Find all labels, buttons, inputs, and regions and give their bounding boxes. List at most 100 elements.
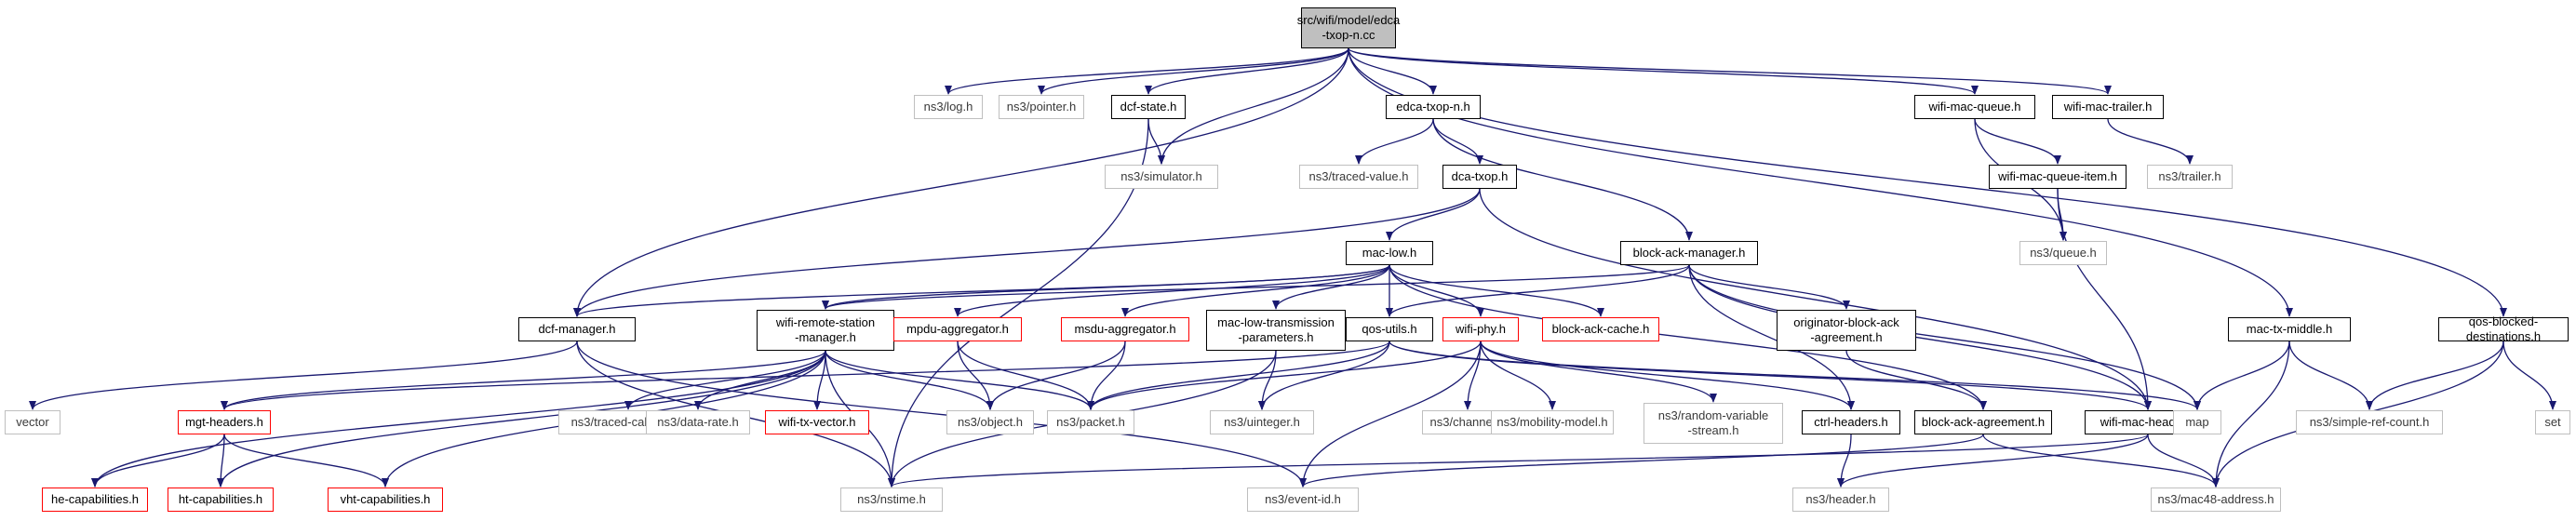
node-label-line: ns3/nstime.h (857, 492, 926, 506)
node-datarate[interactable]: ns3/data-rate.h (646, 410, 750, 434)
node-mgt[interactable]: mgt-headers.h (178, 410, 271, 434)
edge-phy-to-ctrl (1480, 341, 1855, 410)
node-uint[interactable]: ns3/uinteger.h (1210, 410, 1314, 434)
node-label-line: ns3/header.h (1805, 492, 1876, 506)
node-wmt[interactable]: wifi-mac-trailer.h (2052, 95, 2164, 119)
node-dcatxop[interactable]: dca-txop.h (1442, 165, 1517, 189)
node-mtm[interactable]: mac-tx-middle.h (2228, 317, 2351, 341)
edge-bam-to-wmh (1688, 264, 2152, 410)
node-label-line: wifi-phy.h (1456, 322, 1506, 336)
node-rvs[interactable]: ns3/random-variable-stream.h (1644, 403, 1783, 444)
node-label-line: mac-tx-middle.h (2246, 322, 2333, 336)
node-vhtcap[interactable]: vht-capabilities.h (328, 488, 443, 512)
edge-phy-to-eventid (1299, 341, 1482, 488)
edge-phy-to-rvs (1480, 341, 1717, 403)
node-phy[interactable]: wifi-phy.h (1442, 317, 1519, 341)
node-header[interactable]: ns3/header.h (1792, 488, 1889, 512)
edge-edcatxop-to-tracedvalue (1355, 118, 1434, 165)
edge-dcatxop-to-wmh (1479, 188, 2152, 410)
edge-msdu-to-packet (1087, 341, 1126, 410)
node-wmqi[interactable]: wifi-mac-queue-item.h (1989, 165, 2127, 189)
node-label-line: ns3/trailer.h (2158, 169, 2221, 183)
node-qbd[interactable]: qos-blocked-destinations.h (2438, 314, 2569, 343)
node-pointer[interactable]: ns3/pointer.h (999, 95, 1084, 119)
node-dcfmgr[interactable]: dcf-manager.h (518, 317, 636, 341)
node-bacache[interactable]: block-ack-cache.h (1542, 317, 1659, 341)
edge-mgt-to-vhtcap (223, 434, 389, 488)
edge-phy-to-mobility (1480, 341, 1556, 410)
edge-mtm-to-map (2194, 341, 2290, 410)
edge-qbd-to-set (2502, 341, 2556, 410)
node-label-line: ns3/event-id.h (1265, 492, 1341, 506)
node-label-line: he-capabilities.h (51, 492, 139, 506)
node-srcount[interactable]: ns3/simple-ref-count.h (2296, 410, 2443, 434)
node-edcatxop[interactable]: edca-txop-n.h (1386, 95, 1481, 119)
node-label-line: dcf-state.h (1120, 100, 1177, 114)
node-mac48[interactable]: ns3/mac48-address.h (2151, 488, 2281, 512)
node-hecap[interactable]: he-capabilities.h (42, 488, 148, 512)
edge-oba-to-baa (1845, 350, 1987, 410)
node-dcfstate[interactable]: dcf-state.h (1111, 95, 1186, 119)
edge-edcatxop-to-bam (1432, 118, 1693, 241)
node-label-line: ns3/uinteger.h (1224, 415, 1300, 429)
node-mltp[interactable]: mac-low-transmission-parameters.h (1206, 310, 1346, 351)
node-label-line: -agreement.h (1810, 330, 1883, 344)
edge-root-to-edcatxop (1348, 47, 1437, 95)
node-mpdu[interactable]: mpdu-aggregator.h (893, 317, 1022, 341)
node-map[interactable]: map (2173, 410, 2221, 434)
node-object[interactable]: ns3/object.h (946, 410, 1034, 434)
node-eventid[interactable]: ns3/event-id.h (1247, 488, 1359, 512)
edge-mpdu-to-packet (957, 341, 1094, 410)
node-set[interactable]: set (2535, 410, 2570, 434)
node-label-line: set (2544, 415, 2561, 429)
node-label-line: wifi-tx-vector.h (778, 415, 856, 429)
node-ctrl[interactable]: ctrl-headers.h (1802, 410, 1900, 434)
node-label-line: ns3/queue.h (2030, 246, 2097, 260)
node-packet[interactable]: ns3/packet.h (1047, 410, 1134, 434)
edge-wrsm-to-object (825, 350, 994, 410)
node-wmq[interactable]: wifi-mac-queue.h (1914, 95, 2035, 119)
node-label-line: ctrl-headers.h (1814, 415, 1888, 429)
node-vector[interactable]: vector (5, 410, 60, 434)
node-label-line: ns3/simple-ref-count.h (2309, 415, 2430, 429)
node-tracedvalue[interactable]: ns3/traced-value.h (1299, 165, 1418, 189)
node-label-line: ns3/mobility-model.h (1496, 415, 1608, 429)
edge-wmq-to-wmqi (1974, 118, 2061, 165)
edge-maclow-to-msdu (1121, 264, 1390, 317)
node-simulator[interactable]: ns3/simulator.h (1105, 165, 1218, 189)
edge-root-to-wmt (1348, 47, 2112, 95)
node-trailer[interactable]: ns3/trailer.h (2147, 165, 2233, 189)
edge-maclow-to-phy (1389, 264, 1484, 317)
edge-dcfmgr-to-eventid (576, 341, 1307, 488)
node-baa[interactable]: block-ack-agreement.h (1914, 410, 2052, 434)
node-wrsm[interactable]: wifi-remote-station-manager.h (757, 310, 894, 351)
node-qos[interactable]: qos-utils.h (1346, 317, 1433, 341)
edge-root-to-pointer (1038, 47, 1349, 95)
node-mobility[interactable]: ns3/mobility-model.h (1491, 410, 1614, 434)
edge-maclow-to-bacache (1389, 264, 1604, 317)
node-maclow[interactable]: mac-low.h (1346, 241, 1433, 265)
node-label-line: -parameters.h (1238, 330, 1314, 344)
node-label-line: map (2185, 415, 2209, 429)
node-label-line: wifi-mac-queue.h (1928, 100, 2021, 114)
edge-phy-to-packet (1087, 341, 1482, 410)
node-nstime[interactable]: ns3/nstime.h (840, 488, 943, 512)
node-bam[interactable]: block-ack-manager.h (1620, 241, 1758, 265)
node-label-line: src/wifi/model/edca (1296, 13, 1401, 27)
node-label-line: qos-utils.h (1362, 322, 1417, 336)
node-label-line: ht-capabilities.h (178, 492, 263, 506)
node-label-line: ns3/channel.h (1429, 415, 1506, 429)
node-queue[interactable]: ns3/queue.h (2019, 241, 2107, 265)
node-label-line: ns3/object.h (957, 415, 1024, 429)
node-msdu[interactable]: msdu-aggregator.h (1061, 317, 1189, 341)
edge-root-to-simulator (1158, 47, 1349, 165)
node-label-line: ns3/packet.h (1056, 415, 1125, 429)
node-oba[interactable]: originator-block-ack-agreement.h (1777, 310, 1916, 351)
node-txvec[interactable]: wifi-tx-vector.h (765, 410, 869, 434)
edge-qbd-to-srcount (2366, 341, 2504, 410)
node-htcap[interactable]: ht-capabilities.h (168, 488, 274, 512)
node-label-line: mpdu-aggregator.h (906, 322, 1009, 336)
edge-bam-to-map (1688, 264, 2201, 410)
node-log[interactable]: ns3/log.h (914, 95, 983, 119)
